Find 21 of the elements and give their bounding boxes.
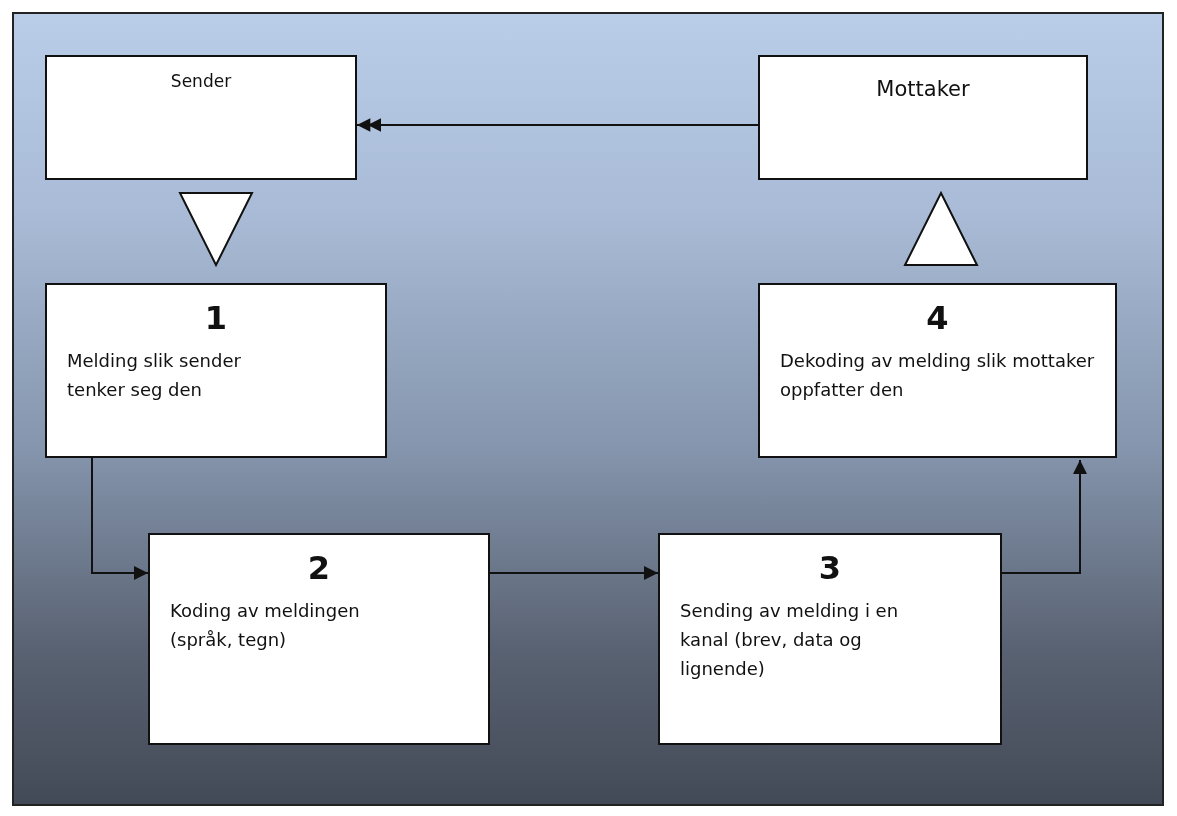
- step-description: Dekoding av melding slik mottaker oppfatter den: [780, 349, 1095, 402]
- step-number: 4: [925, 299, 950, 337]
- role-label: Mottaker: [875, 76, 971, 101]
- role-box: [758, 55, 1088, 180]
- arrow: [489, 566, 659, 580]
- arrow: [91, 457, 149, 580]
- step-box: [758, 283, 1117, 458]
- step-box: [658, 533, 1002, 745]
- step-number: 3: [817, 549, 843, 587]
- step-number: 2: [306, 549, 332, 587]
- arrow: [1001, 459, 1087, 574]
- step-description: Sending av melding i en kanal (brev, data og lignende): [680, 599, 900, 681]
- role-label: Sender: [169, 71, 233, 91]
- triangle-arrow: [178, 192, 254, 268]
- role-box: [45, 55, 357, 180]
- step-description: Melding slik sender tenker seg den: [67, 349, 242, 402]
- step-description: Koding av meldingen (språk, tegn): [170, 599, 361, 652]
- triangle-arrow: [903, 190, 979, 266]
- step-box: [45, 283, 387, 458]
- step-box: [148, 533, 490, 745]
- step-number: 1: [203, 299, 229, 337]
